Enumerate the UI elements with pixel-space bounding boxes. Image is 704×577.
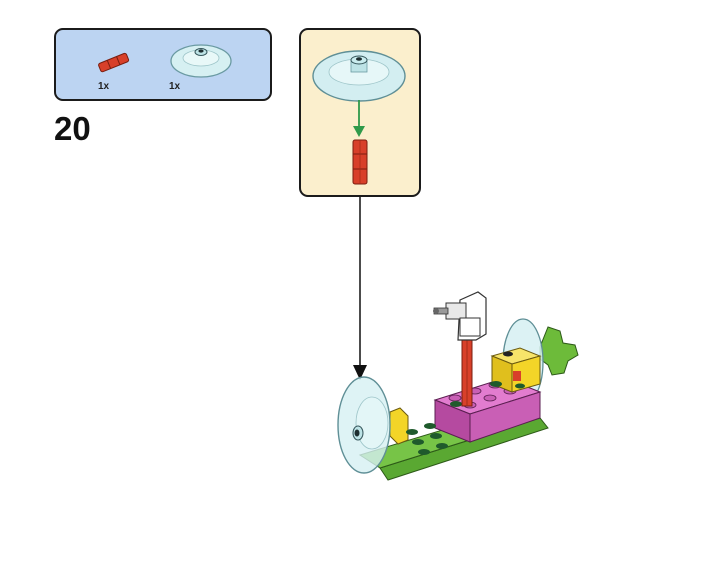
step-number: 20 bbox=[54, 110, 91, 147]
trans-clear-dish-icon bbox=[170, 44, 232, 78]
subassembly-callout bbox=[299, 28, 421, 197]
placement-arrow-icon bbox=[353, 197, 367, 380]
parts-list-panel: 1x 1x bbox=[54, 28, 272, 101]
yellow-brick-icon bbox=[389, 347, 542, 445]
red-connector-quantity: 1x bbox=[98, 81, 110, 92]
front-dish-icon bbox=[337, 376, 391, 474]
green-propeller-icon bbox=[539, 326, 579, 376]
red-axle-upright-icon bbox=[461, 335, 473, 407]
green-arrow-icon bbox=[353, 100, 365, 137]
callout-red-connector-icon bbox=[352, 139, 368, 185]
dark-green-studs-icon bbox=[406, 381, 525, 455]
red-axle-connector-icon bbox=[98, 52, 130, 73]
subassembly-illustration bbox=[312, 50, 406, 185]
white-connector-icon bbox=[433, 291, 487, 341]
dish-quantity: 1x bbox=[169, 81, 181, 92]
parts-list-illustrations bbox=[98, 44, 232, 78]
